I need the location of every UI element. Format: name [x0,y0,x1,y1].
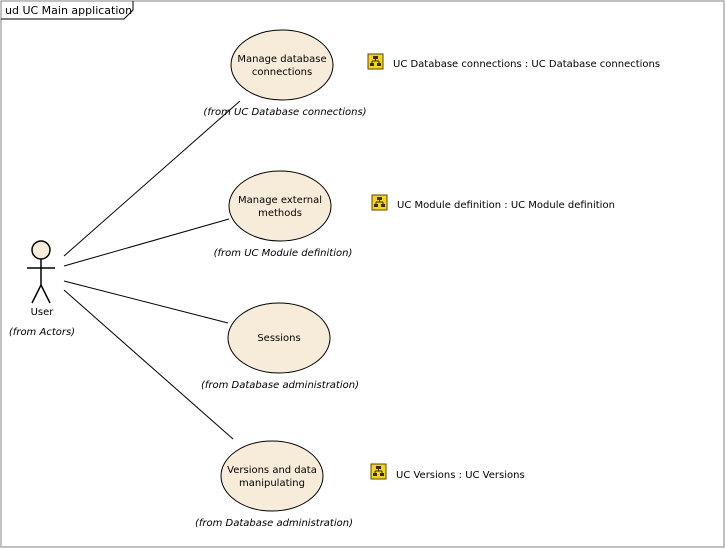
use-case-from-label: (from UC Database connections) [203,107,366,118]
frame-title: ud UC Main application [5,4,132,17]
package-diagram-icon [367,53,384,70]
frame-title-tab [1,1,134,20]
use-case-from-label: (from Database administration) [195,518,353,529]
package-link-label: UC Versions : UC Versions [396,470,525,481]
package-link-label: UC Database connections : UC Database co… [393,59,660,70]
use-case-label-line1: Manage external [238,195,322,206]
package-link-uc-database-connections[interactable]: UC Database connections : UC Database co… [367,53,660,70]
actor-from-label: (from Actors) [9,327,75,338]
use-case-label-line1: Versions and data [227,465,317,476]
actor-left-leg [31,284,42,304]
association-line [63,289,234,440]
package-link-label: UC Module definition : UC Module definit… [397,200,615,211]
use-case-label-line1: Manage database [237,54,326,65]
use-case-manage-external-methods[interactable]: Manage external methods [228,170,332,242]
associations [63,100,241,440]
association-line [63,218,230,267]
use-case-from-label: (from UC Module definition) [214,248,353,259]
package-diagram-icon [371,194,388,211]
use-case-manage-database-connections[interactable]: Manage database connections [230,29,334,101]
use-case-ellipse [230,29,334,101]
package-link-uc-versions[interactable]: UC Versions : UC Versions [370,463,525,481]
use-case-from-label: (from Database administration) [201,380,359,391]
actor-user[interactable] [27,240,55,304]
actor-head [31,240,51,260]
use-case-ellipse [228,170,332,242]
package-link-uc-module-definition[interactable]: UC Module definition : UC Module definit… [371,194,615,211]
use-case-versions-and-data-manipulating[interactable]: Versions and data manipulating [220,440,324,512]
use-case-ellipse [227,302,331,374]
package-diagram-icon [370,463,387,480]
actor-name: User [31,307,55,318]
use-case-label-line2: connections [252,67,312,78]
use-case-label-line1: Sessions [257,333,300,344]
association-line [63,280,229,324]
use-case-label-line2: manipulating [239,478,305,489]
use-case-label-line2: methods [258,208,302,219]
actor-right-leg [40,284,51,304]
use-case-ellipse [220,440,324,512]
association-line [63,100,241,257]
use-case-sessions[interactable]: Sessions [227,302,331,374]
